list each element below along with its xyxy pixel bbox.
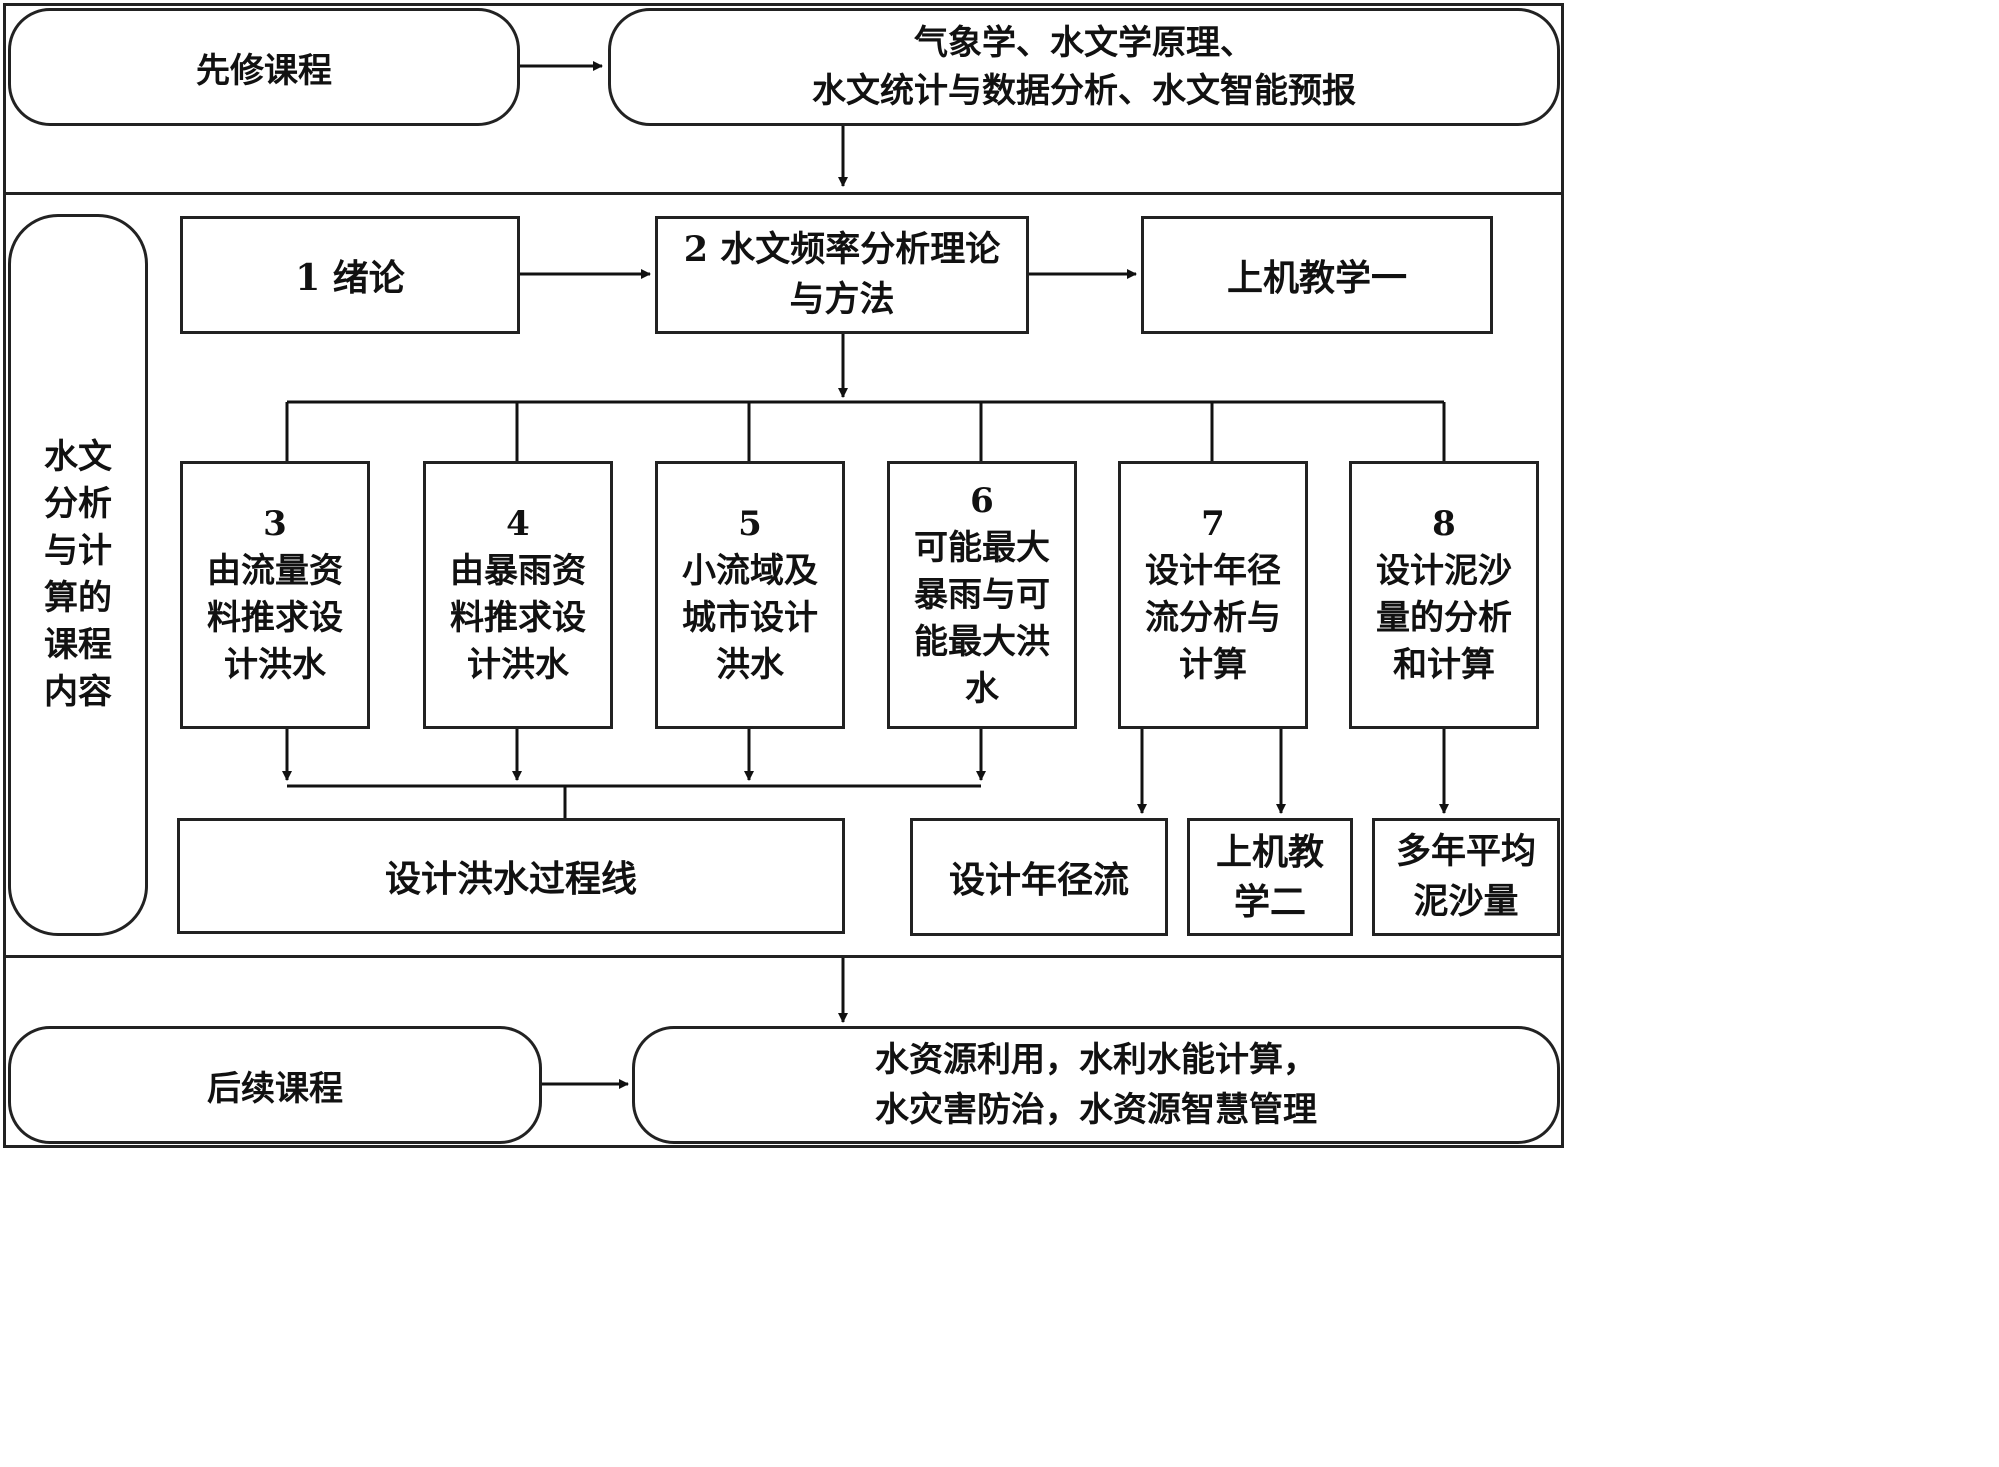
outer-frame xyxy=(3,3,1564,1148)
chapter-4-line-2: 料推求设 xyxy=(450,598,586,638)
chapter-6-line-4: 水 xyxy=(965,668,999,709)
flood-hydrograph-box: 设计洪水过程线 xyxy=(177,818,845,934)
chapter-5-line-2: 城市设计 xyxy=(682,598,818,638)
chapter-7-box: 7 设计年径 流分析与 计算 xyxy=(1118,461,1308,729)
lab-2-box: 上机教 学二 xyxy=(1187,818,1353,936)
chapter-4-box: 4 由暴雨资 料推求设 计洪水 xyxy=(423,461,613,729)
chapter-5-box: 5 小流域及 城市设计 洪水 xyxy=(655,461,845,729)
chapter-8-line-2: 量的分析 xyxy=(1376,598,1512,638)
annual-runoff-box: 设计年径流 xyxy=(910,818,1168,936)
followup-courses-box: 水资源利用，水利水能计算， 水灾害防治，水资源智慧管理 xyxy=(632,1026,1560,1144)
followup-courses-line-1: 水资源利用，水利水能计算， xyxy=(875,1040,1317,1080)
chapter-7-line-3: 计算 xyxy=(1179,645,1247,685)
chapter-6-line-2: 暴雨与可 xyxy=(914,574,1050,615)
chapter-7-number: 7 xyxy=(1201,504,1225,544)
chapter-8-line-3: 和计算 xyxy=(1393,645,1495,685)
prerequisite-label-box: 先修课程 xyxy=(8,8,520,126)
core-label-line-5: 课程 xyxy=(44,625,112,665)
chapter-8-number: 8 xyxy=(1432,504,1456,544)
chapter-8-line-1: 设计泥沙 xyxy=(1376,551,1512,591)
chapter-5-line-1: 小流域及 xyxy=(682,551,818,591)
section-divider-bottom xyxy=(3,955,1564,958)
chapter-2-box: 2 水文频率分析理论 与方法 xyxy=(655,216,1029,334)
chapter-7-line-1: 设计年径 xyxy=(1145,551,1281,591)
prerequisite-label: 先修课程 xyxy=(196,50,332,91)
chapter-7-line-2: 流分析与 xyxy=(1145,598,1281,638)
chapter-6-line-1: 可能最大 xyxy=(914,527,1050,568)
chapter-3-line-3: 计洪水 xyxy=(224,645,326,685)
followup-label: 后续课程 xyxy=(207,1068,343,1109)
core-label-line-4: 算的 xyxy=(44,578,112,618)
core-label-line-1: 水文 xyxy=(44,437,112,477)
section-divider-top xyxy=(3,192,1564,195)
chapter-3-line-2: 料推求设 xyxy=(207,598,343,638)
chapter-3-line-1: 由流量资 xyxy=(207,551,343,591)
chapter-6-box: 6 可能最大 暴雨与可 能最大洪 水 xyxy=(887,461,1077,729)
sediment-output-line-2: 泥沙量 xyxy=(1413,881,1519,922)
chapter-2-label-line-2: 与方法 xyxy=(789,279,895,320)
lab-2-line-2: 学二 xyxy=(1233,881,1306,923)
flood-hydrograph-label: 设计洪水过程线 xyxy=(384,858,637,900)
lab-1-label: 上机教学一 xyxy=(1226,257,1407,299)
chapter-3-box: 3 由流量资 料推求设 计洪水 xyxy=(180,461,370,729)
annual-runoff-label: 设计年径流 xyxy=(948,859,1129,901)
core-section-label-box: 水文 分析 与计 算的 课程 内容 xyxy=(8,214,148,936)
core-label-line-6: 内容 xyxy=(44,672,112,712)
lab-2-line-1: 上机教 xyxy=(1215,831,1324,873)
chapter-4-number: 4 xyxy=(506,504,530,544)
prerequisite-courses-line-2: 水文统计与数据分析、水文智能预报 xyxy=(812,71,1356,111)
chapter-6-line-3: 能最大洪 xyxy=(914,621,1050,662)
prerequisite-courses-box: 气象学、水文学原理、 水文统计与数据分析、水文智能预报 xyxy=(608,8,1560,126)
chapter-5-line-3: 洪水 xyxy=(716,645,784,685)
core-label-line-2: 分析 xyxy=(44,484,112,524)
chapter-5-number: 5 xyxy=(738,504,762,544)
course-structure-diagram: 先修课程 气象学、水文学原理、 水文统计与数据分析、水文智能预报 水文 分析 与… xyxy=(3,3,1564,1148)
chapter-1-box: 1 绪论 xyxy=(180,216,520,334)
sediment-output-line-1: 多年平均 xyxy=(1395,831,1536,872)
chapter-4-line-1: 由暴雨资 xyxy=(450,551,586,591)
chapter-3-number: 3 xyxy=(263,504,287,544)
prerequisite-courses-line-1: 气象学、水文学原理、 xyxy=(914,23,1254,63)
chapter-8-box: 8 设计泥沙 量的分析 和计算 xyxy=(1349,461,1539,729)
sediment-output-box: 多年平均 泥沙量 xyxy=(1372,818,1560,936)
followup-courses-line-2: 水灾害防治，水资源智慧管理 xyxy=(875,1090,1317,1130)
chapter-4-line-3: 计洪水 xyxy=(467,645,569,685)
chapter-6-number: 6 xyxy=(970,480,994,521)
lab-1-box: 上机教学一 xyxy=(1141,216,1493,334)
chapter-1-label: 1 绪论 xyxy=(295,257,405,299)
followup-label-box: 后续课程 xyxy=(8,1026,542,1144)
core-label-line-3: 与计 xyxy=(44,531,112,571)
chapter-2-label-line-1: 2 水文频率分析理论 xyxy=(683,229,1001,270)
connector-lines xyxy=(282,61,1449,1089)
